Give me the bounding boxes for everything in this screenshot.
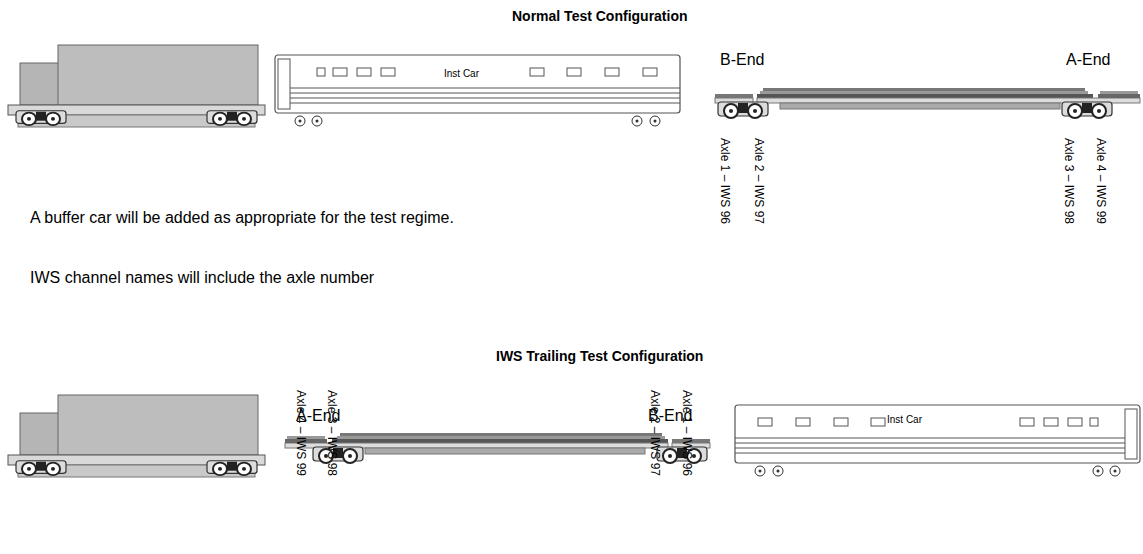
axle-label: Axle 4 – IWS 99 (294, 390, 308, 476)
car-label: Inst Car (887, 414, 922, 426)
note: IWS channel names will include the axle … (30, 268, 374, 287)
axle-label: Axle 1 – IWS 96 (718, 138, 732, 224)
section-title: IWS Trailing Test Configuration (496, 348, 703, 365)
axle-label: Axle 4 – IWS 99 (1094, 138, 1108, 224)
note: A buffer car will be added as appropriat… (30, 208, 470, 227)
axle-label: Axle 2 – IWS 97 (752, 138, 766, 224)
end-label: A-End (1066, 50, 1110, 69)
car-label: Inst Car (444, 68, 479, 80)
flat-car (285, 433, 710, 463)
locomotive (8, 395, 265, 477)
section-title: Normal Test Configuration (512, 8, 688, 25)
axle-label: Axle 1 – IWS 96 (680, 390, 694, 476)
axle-label: Axle 3 – IWS 98 (1062, 138, 1076, 224)
flat-car (715, 88, 1140, 118)
instrument-car (735, 405, 1140, 476)
locomotive (8, 45, 265, 127)
axle-label: Axle 3 – IWS 98 (325, 390, 339, 476)
axle-label: Axle 2 – IWS 97 (648, 390, 662, 476)
end-label: B-End (720, 50, 764, 69)
instrument-car (275, 55, 680, 126)
